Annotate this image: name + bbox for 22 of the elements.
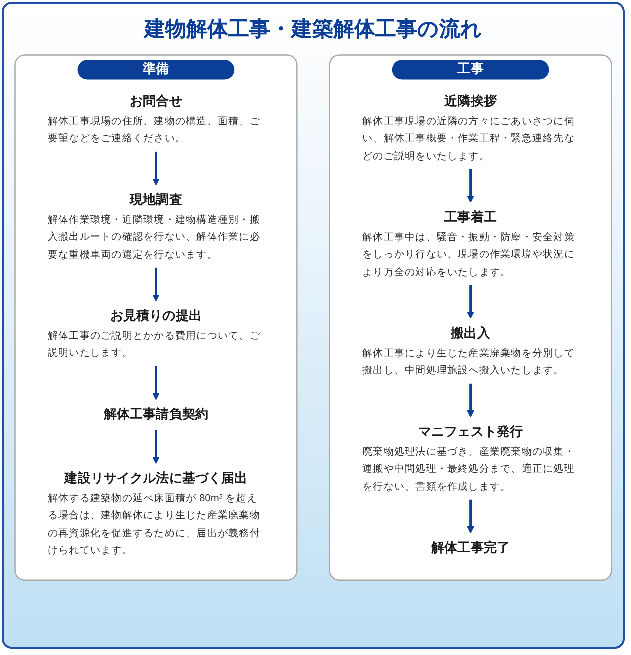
node-text: 現地調査 解体作業環境・近隣環境・建物構造種別・搬入搬出ルートの確認を行ない、解体作業に必要な重機車両の選定を行ないます。 (48, 194, 260, 260)
node-text: 搬出入 解体工事により生じた産業廃棄物を分別して搬出し、中間処理施設へ搬入いたします。 (362, 326, 575, 376)
arrow (152, 366, 160, 400)
arrow (152, 268, 160, 302)
node-text: お見積りの提出 解体工事のご説明とかかる費用について、ご説明いたします。 (48, 309, 260, 359)
arrow (467, 285, 474, 319)
node-text: マニフェスト発行 廃棄物処理法に基づき、産業廃棄物の収集・運搬や中間処理・最終処分まで、適正に処理を行ない、書類を作成します。 (362, 425, 575, 492)
arrow (152, 152, 160, 186)
node-text: お問合せ 解体工事現場の住所、建物の構造、面積、ご要望などをご連絡ください。 (48, 94, 260, 144)
arrow (467, 169, 474, 204)
arrow (152, 430, 160, 464)
cluster (329, 54, 612, 581)
node-text: 近隣挨拶 解体工事現場の近隣の方々にごあいさつに伺い、解体工事概要・作業工程・緊急連絡先などのご説明をいたします。 (362, 94, 575, 162)
arrow (467, 500, 474, 534)
node-text: 工事着工 解体工事中は、騒音・振動・防塵・安全対策をしっかり行ない、現場の作業環境や状況により万全の対応をいたします。 (362, 210, 575, 278)
arrow (467, 384, 474, 418)
node-text: 解体工事請負契約 (104, 408, 209, 422)
node-text: 解体工事完了 (432, 541, 510, 556)
cluster (14, 54, 298, 581)
node-text: 建設リサイクル法に基づく届出 解体する建築物の延べ床面積が 80m² を超える場合は、建物解体により生じた産業廃棄物の再資源化を促進するために、届出が義務付けられています。 (48, 472, 260, 556)
diagram-title: 建物解体工事・建築解体工事の流れ (142, 16, 484, 43)
frame-background: 建物解体工事・建築解体工事の流れ 準備 お問合せ 解体工事現場の住所、建物の構造、面積、ご要望などをご連絡ください。 現地調査 解体作業環境・近隣環境・建物構造種別・搬入搬出ルートの確認を行ない、解体作業に必要な重機車両の選定を行ないます。 お見積りの提出 解体工事のご説明とかかる費用について、ご説明いたします。 解体工事請負契約 建設リサイクル法に基づく届出 解体する建築物の延べ床面積が 80m² を超える場合は、建物解体により生じた産業廃棄物の再資源化を促進するために、届出が義務付けられています。 工事 近隣挨拶 解体工事現場の近隣の方々にごあいさつに伺い、解体工事概要・作業工程・緊急連絡先などのご説明をいたします。 工事着工 解体工事中は、騒音・振動・防塵・安全対策をしっかり行ない、現場の作業環境や状況により万全の対応をいたします。 搬出入 解体工事により生じた産業廃棄物を分別して搬出し、中間処理施設へ搬入いたします。 マニフェスト発行 廃棄物処理法に基づき、産業廃棄物の収集・運搬や中間処理・最終処分まで、適正に処理を行ない、書類を作成します。 解体工事完了 (2, 2, 625, 649)
